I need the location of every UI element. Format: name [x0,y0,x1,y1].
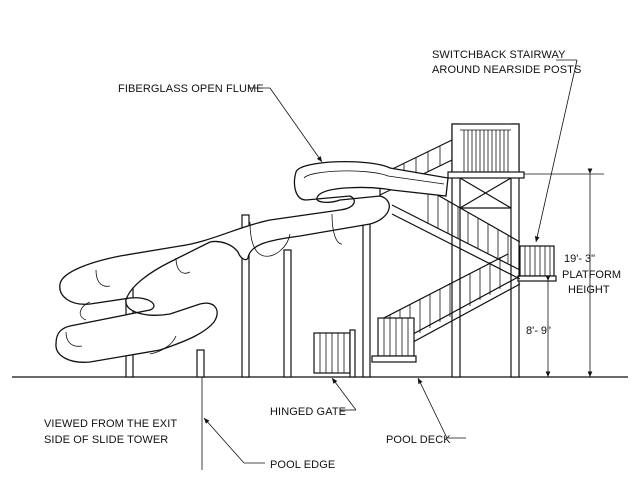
platform-label-line1: PLATFORM [562,269,621,281]
flume-label: FIBERGLASS OPEN FLUME [118,83,264,95]
stairway-label-line1: SWITCHBACK STAIRWAY [432,49,566,61]
viewed-from-label-line1: VIEWED FROM THE EXIT [44,418,177,430]
stairway-label-line2: AROUND NEARSIDE POSTS [432,64,581,76]
fiberglass-flume [55,160,449,363]
tower-structure [125,123,557,378]
lower-dimension-value: 8'- 9" [526,325,551,337]
deck-label: POOL DECK [386,434,451,446]
viewed-from-label-line2: SIDE OF SLIDE TOWER [44,434,168,446]
dimension-platform-height [524,168,604,378]
stairway-lower-flight [371,253,521,363]
hinged-gate [313,329,356,378]
gate-label: HINGED GATE [270,406,346,418]
pool-edge-label: POOL EDGE [270,459,335,471]
platform-dimension-value: 19'- 3" [564,253,595,265]
platform-label-line2: HEIGHT [568,284,610,296]
